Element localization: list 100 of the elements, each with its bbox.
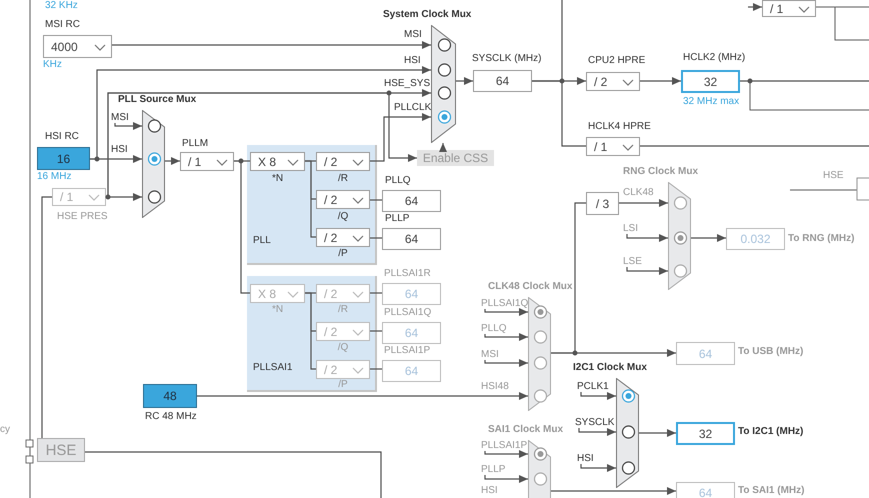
field-label: /Q: [336, 211, 350, 222]
field-label: /P: [337, 248, 349, 259]
connector-arrow: [626, 234, 668, 242]
source-value-field: 16: [37, 147, 90, 170]
field-label: SYSCLK (MHz): [472, 53, 542, 64]
connector-arrow: [580, 464, 616, 472]
signal-label: HSI: [577, 453, 594, 464]
signal-label: HSI: [481, 485, 498, 496]
connector-line: [370, 368, 382, 370]
field-label: PLLSAI1P: [384, 345, 430, 356]
field-label: PLLSAI1Q: [384, 307, 432, 318]
dropdown-select: X 8: [250, 152, 305, 171]
connector-line: [551, 202, 586, 354]
dropdown-select: / 1: [52, 188, 106, 206]
field-label: PLLQ: [385, 175, 411, 186]
connector-arrow: [691, 234, 726, 242]
connector-arrow: [439, 143, 447, 152]
mux-title: I2C1 Clock Mux: [573, 362, 647, 373]
dropdown-select: / 2: [316, 360, 370, 379]
signal-label: PLLQ: [481, 323, 507, 334]
signal-label: HSI: [404, 55, 421, 66]
signal-label: HSI48: [481, 381, 509, 392]
connector-line: [305, 292, 316, 370]
field-label: CPU2 HPRE: [588, 55, 646, 66]
unit-label: 32 KHz: [45, 0, 78, 11]
connector-line: [41, 196, 52, 438]
panel-label: PLLSAI1: [253, 362, 292, 373]
signal-label: LSI: [623, 223, 638, 234]
connector-line: [305, 160, 316, 238]
value-field: / 3: [586, 192, 619, 215]
signal-label: HSI: [111, 144, 128, 155]
limit-note: 32 MHz max: [683, 96, 740, 107]
signal-label: HSE: [823, 170, 844, 181]
mux-title: RNG Clock Mux: [623, 166, 698, 177]
connector-line: [740, 80, 869, 82]
unit-label: KHz: [43, 59, 62, 70]
value-field: 64: [382, 190, 441, 212]
signal-label: PLLSAI1P: [481, 440, 528, 451]
connector-arrow: [748, 3, 762, 11]
signal-label: LSE: [623, 256, 642, 267]
dropdown-select: / 2: [316, 152, 370, 171]
value-field: 32: [681, 70, 740, 93]
output-label: To USB (MHz): [738, 346, 804, 357]
output-label: To SAI1 (MHz): [738, 485, 804, 496]
mux-title: SAI1 Clock Mux: [488, 424, 564, 435]
connector-arrow: [484, 475, 528, 483]
dropdown-select: 4000: [43, 35, 112, 58]
connector-arrow: [197, 392, 528, 400]
connector-arrow: [484, 333, 528, 341]
signal-label: MSI: [111, 112, 129, 123]
field-label: /R: [337, 173, 349, 184]
field-label: HSE PRES: [57, 211, 108, 222]
field-label: PLLP: [385, 213, 410, 224]
dropdown-select: / 2: [316, 228, 370, 247]
connector-arrow: [165, 157, 180, 165]
output-label: To RNG (MHz): [788, 233, 854, 244]
field-label: /Q: [336, 342, 350, 353]
source-value-field: 48: [143, 384, 197, 408]
pll-panel: [247, 276, 377, 392]
value-field: 64: [382, 322, 441, 344]
signal-label: PLLSAI1Q: [481, 298, 528, 309]
value-field: 32: [676, 422, 735, 445]
pll-panel: [247, 145, 377, 265]
connector-arrow: [639, 429, 676, 437]
dropdown-select: / 1: [586, 137, 640, 156]
connector-arrow: [626, 267, 668, 275]
field-label: /R: [337, 304, 349, 315]
dropdown-select: / 2: [316, 284, 370, 303]
connector-line: [370, 199, 382, 201]
dropdown-select: X 8: [250, 284, 305, 303]
dropdown-select: / 1: [180, 152, 234, 171]
signal-label: PLLP: [481, 464, 506, 475]
mux-title: CLK48 Clock Mux: [488, 281, 572, 292]
field-label: HCLK4 HPRE: [588, 121, 651, 132]
connector-arrow: [370, 113, 431, 162]
signal-label: MSI: [481, 349, 499, 360]
signal-label: PLLCLK: [394, 102, 432, 113]
connector-arrow: [114, 122, 142, 130]
connector-arrow: [484, 308, 528, 316]
signal-label: CLK48: [623, 187, 654, 198]
value-field: 64: [676, 482, 735, 498]
signal-label: SYSCLK: [575, 417, 614, 428]
value-field: 64: [473, 70, 532, 92]
unit-label: 16 MHz: [37, 171, 72, 182]
field-label: *N: [270, 304, 284, 315]
connector-arrow: [456, 77, 473, 85]
field-label: PLLSAI1R: [384, 268, 431, 279]
dropdown-select: / 2: [586, 72, 640, 91]
connector-line: [85, 451, 382, 498]
truncated-label: cy: [0, 424, 10, 435]
signal-label: PCLK1: [577, 381, 609, 392]
value-field: 64: [382, 228, 441, 250]
mux-title: PLL Source Mux: [118, 94, 196, 105]
oscillator-block: HSE: [37, 438, 85, 462]
value-field: 64: [676, 342, 735, 365]
dropdown-select: / 2: [316, 190, 370, 209]
connector-arrow: [484, 450, 528, 458]
field-label: *N: [270, 173, 284, 184]
field-label: RC 48 MHz: [145, 411, 197, 422]
connector-arrow: [580, 392, 616, 400]
